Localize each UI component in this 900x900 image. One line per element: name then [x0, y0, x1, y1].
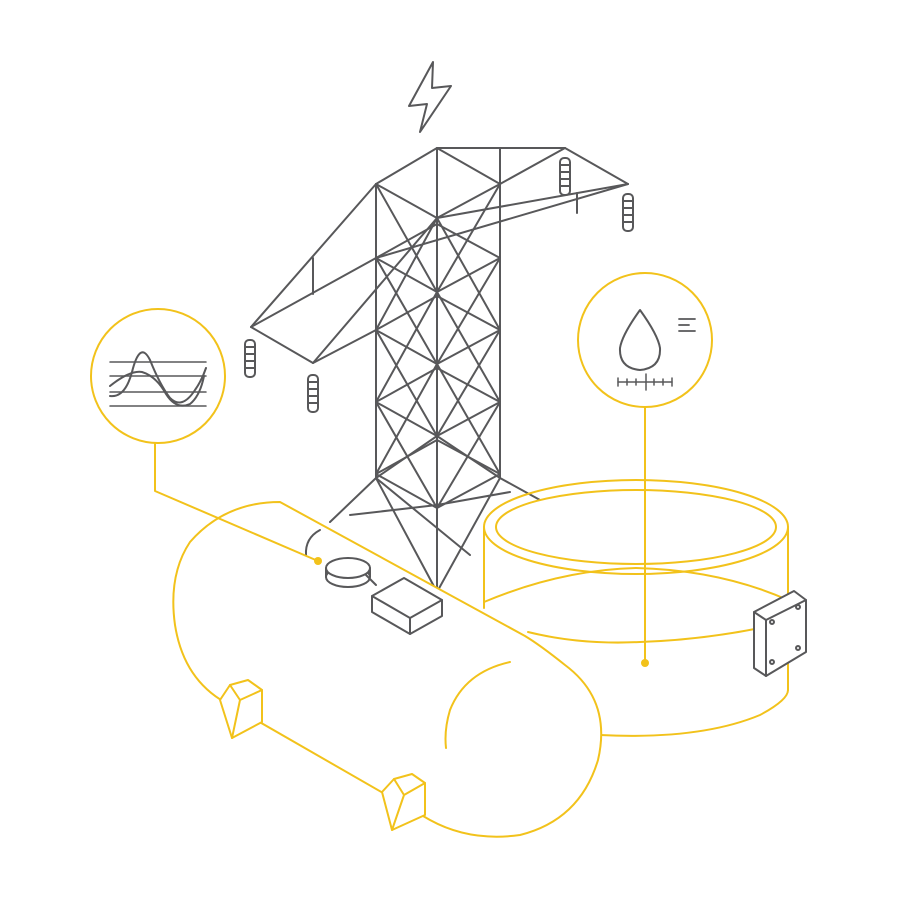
level-scale-icon: [617, 373, 673, 391]
tower-legs: [375, 147, 501, 513]
tower-right-arm: [375, 147, 629, 259]
level-sensor-puck: [304, 529, 377, 588]
insulator-left-2: [307, 374, 319, 413]
lightning-bolt-icon: [408, 61, 452, 133]
tower-base: [329, 477, 541, 593]
transmission-tower: [244, 147, 634, 593]
insulator-right-1: [559, 157, 571, 196]
tank-saddle-left: [219, 679, 263, 739]
waveform-callout: [90, 308, 322, 565]
insulator-right-2: [622, 193, 634, 232]
waveform-chart-icon: [109, 351, 207, 407]
tower-left-arm: [250, 183, 438, 364]
insulator-left-1: [244, 339, 256, 378]
tank-saddle-right: [381, 773, 426, 831]
menu-lines-icon: [678, 318, 696, 332]
tower-bracing: [375, 183, 501, 509]
horizontal-storage-tank: [172, 501, 603, 838]
sensor-gateway-box-right: [753, 590, 807, 677]
water-drop-icon: [618, 309, 662, 371]
sensor-gateway-box-left: [371, 577, 443, 635]
tower-peak: [375, 147, 566, 219]
water-level-callout: [577, 272, 713, 667]
